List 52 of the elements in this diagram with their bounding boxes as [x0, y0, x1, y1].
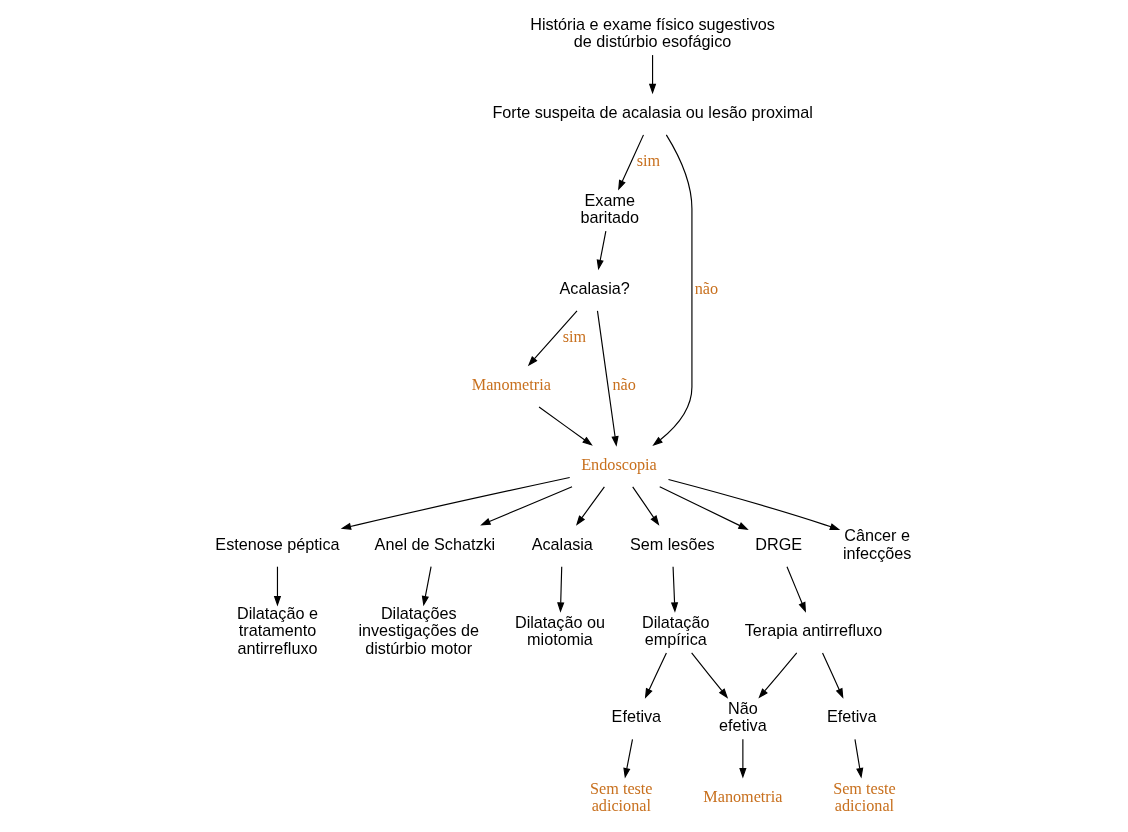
edge-label: não — [612, 376, 636, 395]
edge-label: sim — [562, 328, 587, 347]
arrow — [854, 738, 864, 779]
node-text: Dilatação ou miotomia — [514, 612, 605, 648]
node-text: Dilatação empírica — [641, 612, 710, 648]
arrow — [648, 54, 657, 95]
node-text: Anel de Schatzki — [374, 534, 496, 553]
arrow — [786, 566, 806, 613]
arrow — [670, 566, 679, 613]
node-text: Câncer e infecções — [842, 526, 912, 562]
arrow — [739, 738, 747, 779]
arrow — [596, 230, 607, 271]
arrow — [576, 486, 605, 526]
node-text: História e exame físico sugestivos de distúrbio esofágico — [530, 14, 775, 50]
node-text: Endoscopia — [581, 456, 657, 475]
arrow — [596, 310, 619, 447]
node-text: Dilatações investigações de distúrbio motor — [358, 603, 479, 657]
arrow — [340, 476, 571, 530]
edge-label: não — [694, 280, 719, 299]
node-text: Sem teste adicional — [590, 779, 653, 816]
arrow — [527, 310, 578, 367]
arrow — [421, 566, 432, 607]
node-text: Efetiva — [826, 707, 877, 726]
arrow — [821, 652, 844, 699]
arrow — [659, 486, 749, 530]
node-text: Efetiva — [611, 707, 662, 726]
arrow — [623, 738, 634, 779]
arrow — [273, 566, 282, 607]
node-text: DRGE — [755, 534, 803, 553]
node-text: Sem lesões — [629, 534, 715, 553]
node-text: Forte suspeita de acalasia ou lesão proximal — [492, 103, 813, 122]
arrow — [618, 134, 645, 191]
arrow — [480, 486, 573, 526]
node-text: Manometria — [471, 376, 551, 395]
node-text: Exame baritado — [580, 190, 639, 226]
node-text: Não efetiva — [719, 698, 767, 735]
arrow — [557, 566, 565, 613]
node-text: Dilatação e tratamento antirrefluxo — [236, 603, 318, 657]
arrow — [758, 652, 798, 699]
arrow — [538, 406, 593, 446]
node-text: Terapia antirrefluxo — [744, 621, 883, 640]
arrow — [632, 486, 660, 526]
node-text: Sem teste adicional — [833, 779, 896, 816]
node-text: Estenose péptica — [215, 534, 340, 553]
node-text: Acalasia? — [559, 279, 630, 298]
arrow — [691, 652, 729, 699]
node-text: Acalasia — [531, 534, 593, 553]
arrow — [644, 652, 667, 699]
arrow — [652, 134, 693, 446]
edge-label: sim — [636, 152, 661, 171]
node-text: Manometria — [703, 788, 783, 807]
arrow — [667, 478, 841, 531]
